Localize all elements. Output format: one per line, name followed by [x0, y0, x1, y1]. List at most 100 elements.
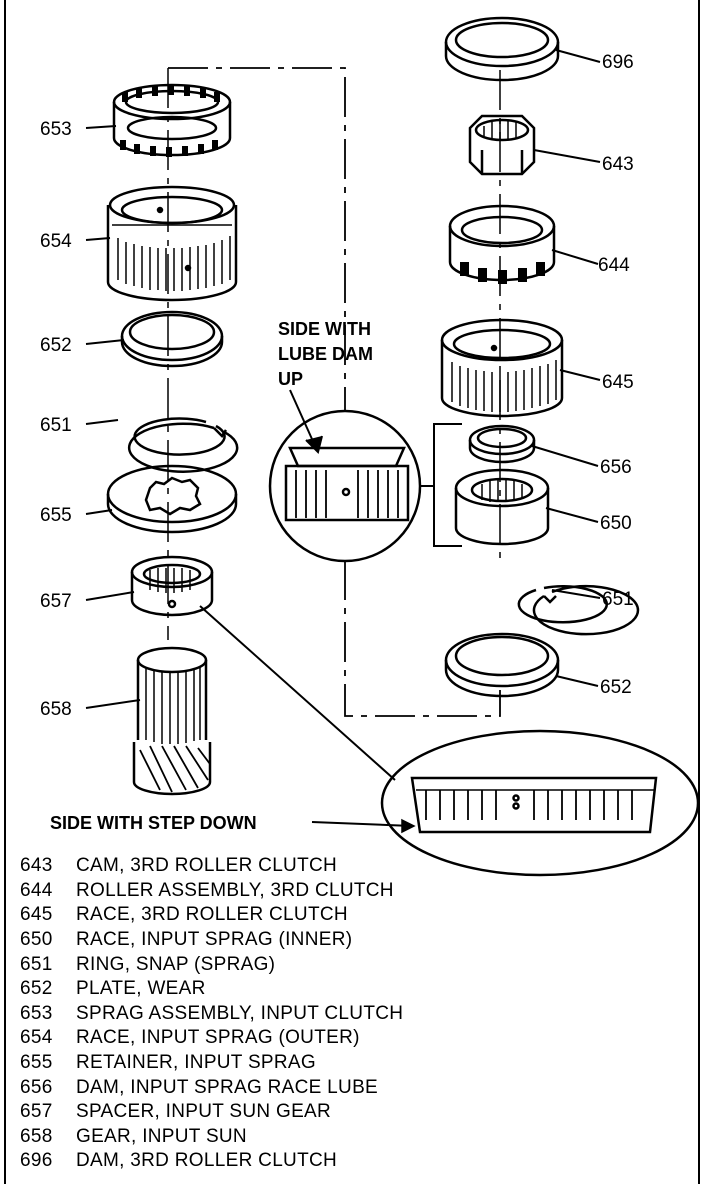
legend-item-number: 651 — [20, 953, 53, 975]
label-655: 655 — [40, 505, 72, 526]
label-656: 656 — [600, 457, 632, 478]
legend-item: 643 CAM, 3RD ROLLER CLUTCH — [20, 854, 680, 879]
part-657-spacer — [130, 555, 214, 617]
legend-item-description: DAM, INPUT SPRAG RACE LUBE — [76, 1076, 379, 1098]
legend-item-number: 656 — [20, 1076, 53, 1098]
legend-item: 655 RETAINER, INPUT SPRAG — [20, 1051, 680, 1076]
left-top-connector — [168, 67, 346, 410]
legend-item-number: 654 — [20, 1027, 53, 1049]
legend-item-description: CAM, 3RD ROLLER CLUTCH — [76, 855, 338, 877]
label-654: 654 — [40, 231, 72, 252]
part-655-retainer — [106, 464, 238, 534]
leader-651b — [551, 589, 601, 599]
part-653-sprag-assembly — [112, 83, 232, 157]
label-645: 645 — [602, 372, 634, 393]
part-658-sun-gear — [132, 646, 212, 796]
legend-item-description: RACE, 3RD ROLLER CLUTCH — [76, 904, 348, 926]
legend-item-number: 658 — [20, 1125, 53, 1147]
right-bottom-connector — [344, 560, 501, 717]
legend-item: 654 RACE, INPUT SPRAG (OUTER) — [20, 1026, 680, 1051]
part-652-wear-plate-left — [120, 310, 224, 368]
part-644-roller-assembly — [448, 204, 556, 284]
legend-item: 652 PLATE, WEAR — [20, 977, 680, 1002]
detail-leader-657 — [199, 605, 396, 781]
legend-item-number: 645 — [20, 904, 53, 926]
part-652-wear-plate-right — [444, 632, 560, 698]
callout-lube-line2: LUBE DAM — [278, 344, 373, 364]
part-645-race — [440, 318, 564, 418]
leader-654 — [85, 237, 111, 241]
legend-item-number: 696 — [20, 1150, 53, 1172]
leader-643 — [533, 149, 601, 163]
legend-item-description: RACE, INPUT SPRAG (OUTER) — [76, 1027, 360, 1049]
lube-dam-arrow — [289, 389, 317, 449]
legend-item: 645 RACE, 3RD ROLLER CLUTCH — [20, 903, 680, 928]
label-651-left: 651 — [40, 415, 72, 436]
label-658: 658 — [40, 699, 72, 720]
legend-item-description: SPRAG ASSEMBLY, INPUT CLUTCH — [76, 1002, 404, 1024]
part-696-dam — [444, 16, 560, 82]
callout-lube-line3: UP — [278, 369, 303, 389]
leader-652b — [555, 675, 599, 687]
leader-651a — [85, 419, 119, 425]
label-652-right: 652 — [600, 677, 632, 698]
callout-step-down: SIDE WITH STEP DOWN — [50, 813, 257, 833]
legend-item-description: RACE, INPUT SPRAG (INNER) — [76, 929, 353, 951]
legend-item: 656 DAM, INPUT SPRAG RACE LUBE — [20, 1075, 680, 1100]
leader-658 — [85, 699, 141, 709]
label-652-left: 652 — [40, 335, 72, 356]
leader-653 — [85, 125, 117, 129]
leader-657 — [85, 591, 135, 601]
label-651-right: 651 — [602, 589, 634, 610]
leader-656 — [531, 445, 599, 467]
legend-item: 696 DAM, 3RD ROLLER CLUTCH — [20, 1149, 680, 1174]
part-650-inner-race — [454, 468, 550, 546]
step-down-arrow — [311, 821, 413, 827]
legend-item-number: 652 — [20, 978, 53, 1000]
legend-item-description: SPACER, INPUT SUN GEAR — [76, 1101, 332, 1123]
legend-item-number: 653 — [20, 1002, 53, 1024]
legend-item: 653 SPRAG ASSEMBLY, INPUT CLUTCH — [20, 1002, 680, 1027]
legend-item-description: RETAINER, INPUT SPRAG — [76, 1052, 316, 1074]
part-651-snap-ring-left — [127, 417, 239, 473]
legend-item: 651 RING, SNAP (SPRAG) — [20, 952, 680, 977]
part-643-cam — [468, 114, 536, 176]
legend-item: 658 GEAR, INPUT SUN — [20, 1125, 680, 1150]
label-696: 696 — [602, 52, 634, 73]
legend-item-number: 655 — [20, 1052, 53, 1074]
legend-item-description: RING, SNAP (SPRAG) — [76, 953, 276, 975]
detail-circle-lube-dam — [268, 409, 434, 563]
leader-644 — [551, 249, 599, 265]
legend-item-number: 650 — [20, 929, 53, 951]
legend-item-description: GEAR, INPUT SUN — [76, 1125, 247, 1147]
parts-legend: 643 CAM, 3RD ROLLER CLUTCH 644 ROLLER ASSEM… — [20, 854, 680, 1174]
label-650: 650 — [600, 513, 632, 534]
callout-lube-line1: SIDE WITH — [278, 319, 371, 339]
right-border — [698, 0, 700, 1184]
label-644: 644 — [598, 255, 630, 276]
legend-item: 644 ROLLER ASSEMBLY, 3RD CLUTCH — [20, 879, 680, 904]
detail-ellipse-step-down — [380, 729, 700, 877]
left-border — [4, 0, 6, 1184]
legend-item: 650 RACE, INPUT SPRAG (INNER) — [20, 928, 680, 953]
legend-item: 657 SPACER, INPUT SUN GEAR — [20, 1100, 680, 1125]
legend-item-description: DAM, 3RD ROLLER CLUTCH — [76, 1150, 338, 1172]
legend-item-description: ROLLER ASSEMBLY, 3RD CLUTCH — [76, 879, 394, 901]
leader-645 — [559, 369, 601, 381]
legend-item-number: 657 — [20, 1101, 53, 1123]
part-656-lube-dam — [468, 424, 536, 464]
part-651-snap-ring-right — [517, 584, 640, 636]
leader-652a — [85, 339, 125, 345]
leader-696 — [555, 49, 601, 63]
leader-650 — [545, 507, 599, 523]
legend-item-description: PLATE, WEAR — [76, 978, 206, 1000]
legend-item-number: 644 — [20, 879, 53, 901]
part-654-outer-race — [106, 185, 238, 302]
label-643: 643 — [602, 154, 634, 175]
label-657: 657 — [40, 591, 72, 612]
legend-item-number: 643 — [20, 855, 53, 877]
label-653: 653 — [40, 119, 72, 140]
leader-655 — [85, 509, 113, 515]
